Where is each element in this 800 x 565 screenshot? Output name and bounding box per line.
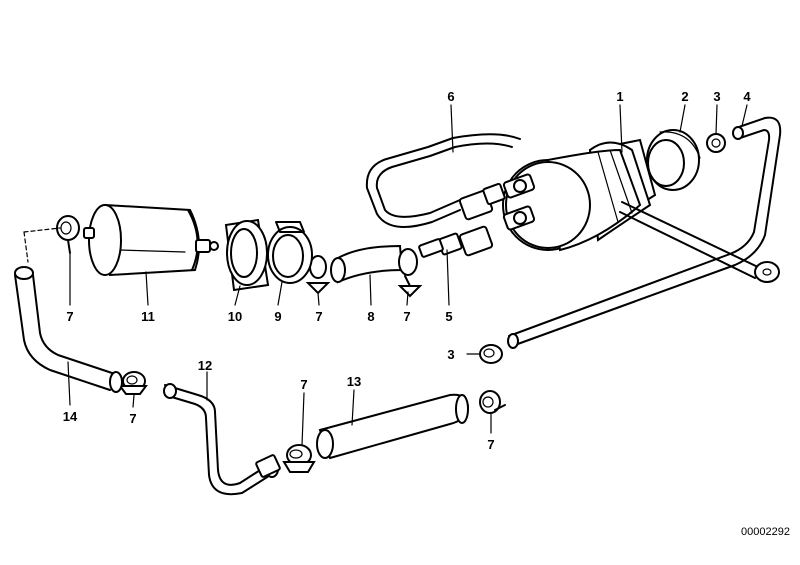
label-5: 5	[445, 309, 452, 324]
label-1: 1	[616, 89, 623, 104]
label-14: 14	[63, 409, 78, 424]
label-4: 4	[743, 89, 751, 104]
clamp-7-hose8-right	[397, 248, 423, 298]
clamp-7-filter-left	[56, 215, 80, 254]
rubber-ring	[646, 129, 701, 191]
connector-5	[418, 225, 494, 258]
clamp-3-lower	[479, 344, 503, 364]
label-8: 8	[367, 309, 374, 324]
label-13: 13	[347, 374, 361, 389]
leader-lines	[67, 104, 748, 446]
label-12: 12	[198, 358, 212, 373]
label-7-e: 7	[129, 411, 136, 426]
label-7-a: 7	[403, 309, 410, 324]
rubber-ring-10	[224, 218, 270, 292]
clamp-7-hose8-left	[305, 255, 331, 295]
clamp-7-hose13-left	[282, 444, 316, 473]
hose-clamp-9	[267, 221, 313, 284]
label-2: 2	[681, 89, 688, 104]
label-3-lower: 3	[447, 347, 454, 362]
label-3-upper: 3	[713, 89, 720, 104]
label-10: 10	[228, 309, 242, 324]
label-7-d: 7	[300, 377, 307, 392]
label-11: 11	[141, 309, 155, 324]
clamp-7-hose14	[118, 371, 148, 395]
clamp-3-upper	[706, 133, 726, 153]
drawing-number: 00002292	[741, 526, 790, 538]
hose-14	[14, 227, 123, 393]
hose-13	[316, 393, 470, 460]
label-9: 9	[274, 309, 281, 324]
hose-8	[330, 244, 404, 284]
label-7-c: 7	[66, 309, 73, 324]
label-7-b: 7	[315, 309, 322, 324]
pipe-12	[163, 383, 281, 496]
return-line-6	[365, 133, 521, 228]
fuel-pump	[502, 138, 780, 283]
label-7-f: 7	[487, 437, 494, 452]
callout-labels: 1 2 3 4 6 5 7 8 7 9 10 11 7 3 12 13 7 14…	[63, 89, 752, 452]
fuel-filter	[83, 203, 219, 277]
clamp-7-hose13-right	[479, 390, 506, 414]
label-6: 6	[447, 89, 454, 104]
hose-4	[507, 116, 782, 349]
